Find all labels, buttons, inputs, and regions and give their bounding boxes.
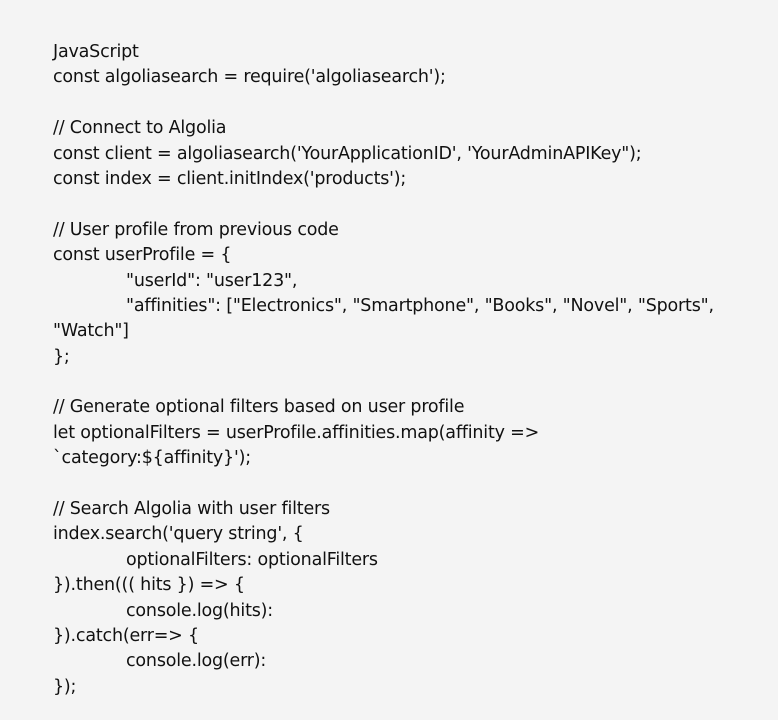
code-line: const algoliasearch = require('algoliase… bbox=[53, 67, 446, 88]
code-line: // Generate optional filters based on us… bbox=[53, 397, 465, 418]
code-line: index.search('query string', { bbox=[53, 524, 304, 545]
code-line: const userProfile = { bbox=[53, 245, 232, 266]
code-line: console.log(err): bbox=[126, 651, 267, 672]
code-blank-line bbox=[53, 472, 778, 497]
code-line: console.log(hits): bbox=[126, 600, 273, 621]
code-lines: const algoliasearch = require('algoliase… bbox=[53, 65, 778, 700]
code-line: "userId": "user123", bbox=[126, 270, 298, 291]
code-line: let optionalFilters = userProfile.affini… bbox=[53, 422, 540, 443]
code-blank-line bbox=[53, 91, 778, 116]
code-blank-line bbox=[53, 370, 778, 395]
code-language-label: JavaScript bbox=[53, 42, 139, 62]
code-line: // Connect to Algolia bbox=[53, 118, 227, 139]
code-line: const index = client.initIndex('products… bbox=[53, 168, 407, 189]
code-line: }; bbox=[53, 346, 70, 367]
code-line: // User profile from previous code bbox=[53, 219, 339, 240]
code-blank-line bbox=[53, 192, 778, 217]
code-line: }).catch(err=> { bbox=[53, 625, 199, 646]
code-line: "Watch"] bbox=[53, 321, 129, 342]
code-line: }); bbox=[53, 676, 77, 697]
code-line: "affinities": ["Electronics", "Smartphon… bbox=[126, 295, 714, 316]
code-line: }).then((( hits }) => { bbox=[53, 575, 245, 596]
code-line: // Search Algolia with user filters bbox=[53, 499, 330, 520]
code-line: const client = algoliasearch('YourApplic… bbox=[53, 143, 642, 164]
code-line: optionalFilters: optionalFilters bbox=[126, 549, 378, 570]
code-line: `category:${affinity}'); bbox=[53, 448, 251, 469]
